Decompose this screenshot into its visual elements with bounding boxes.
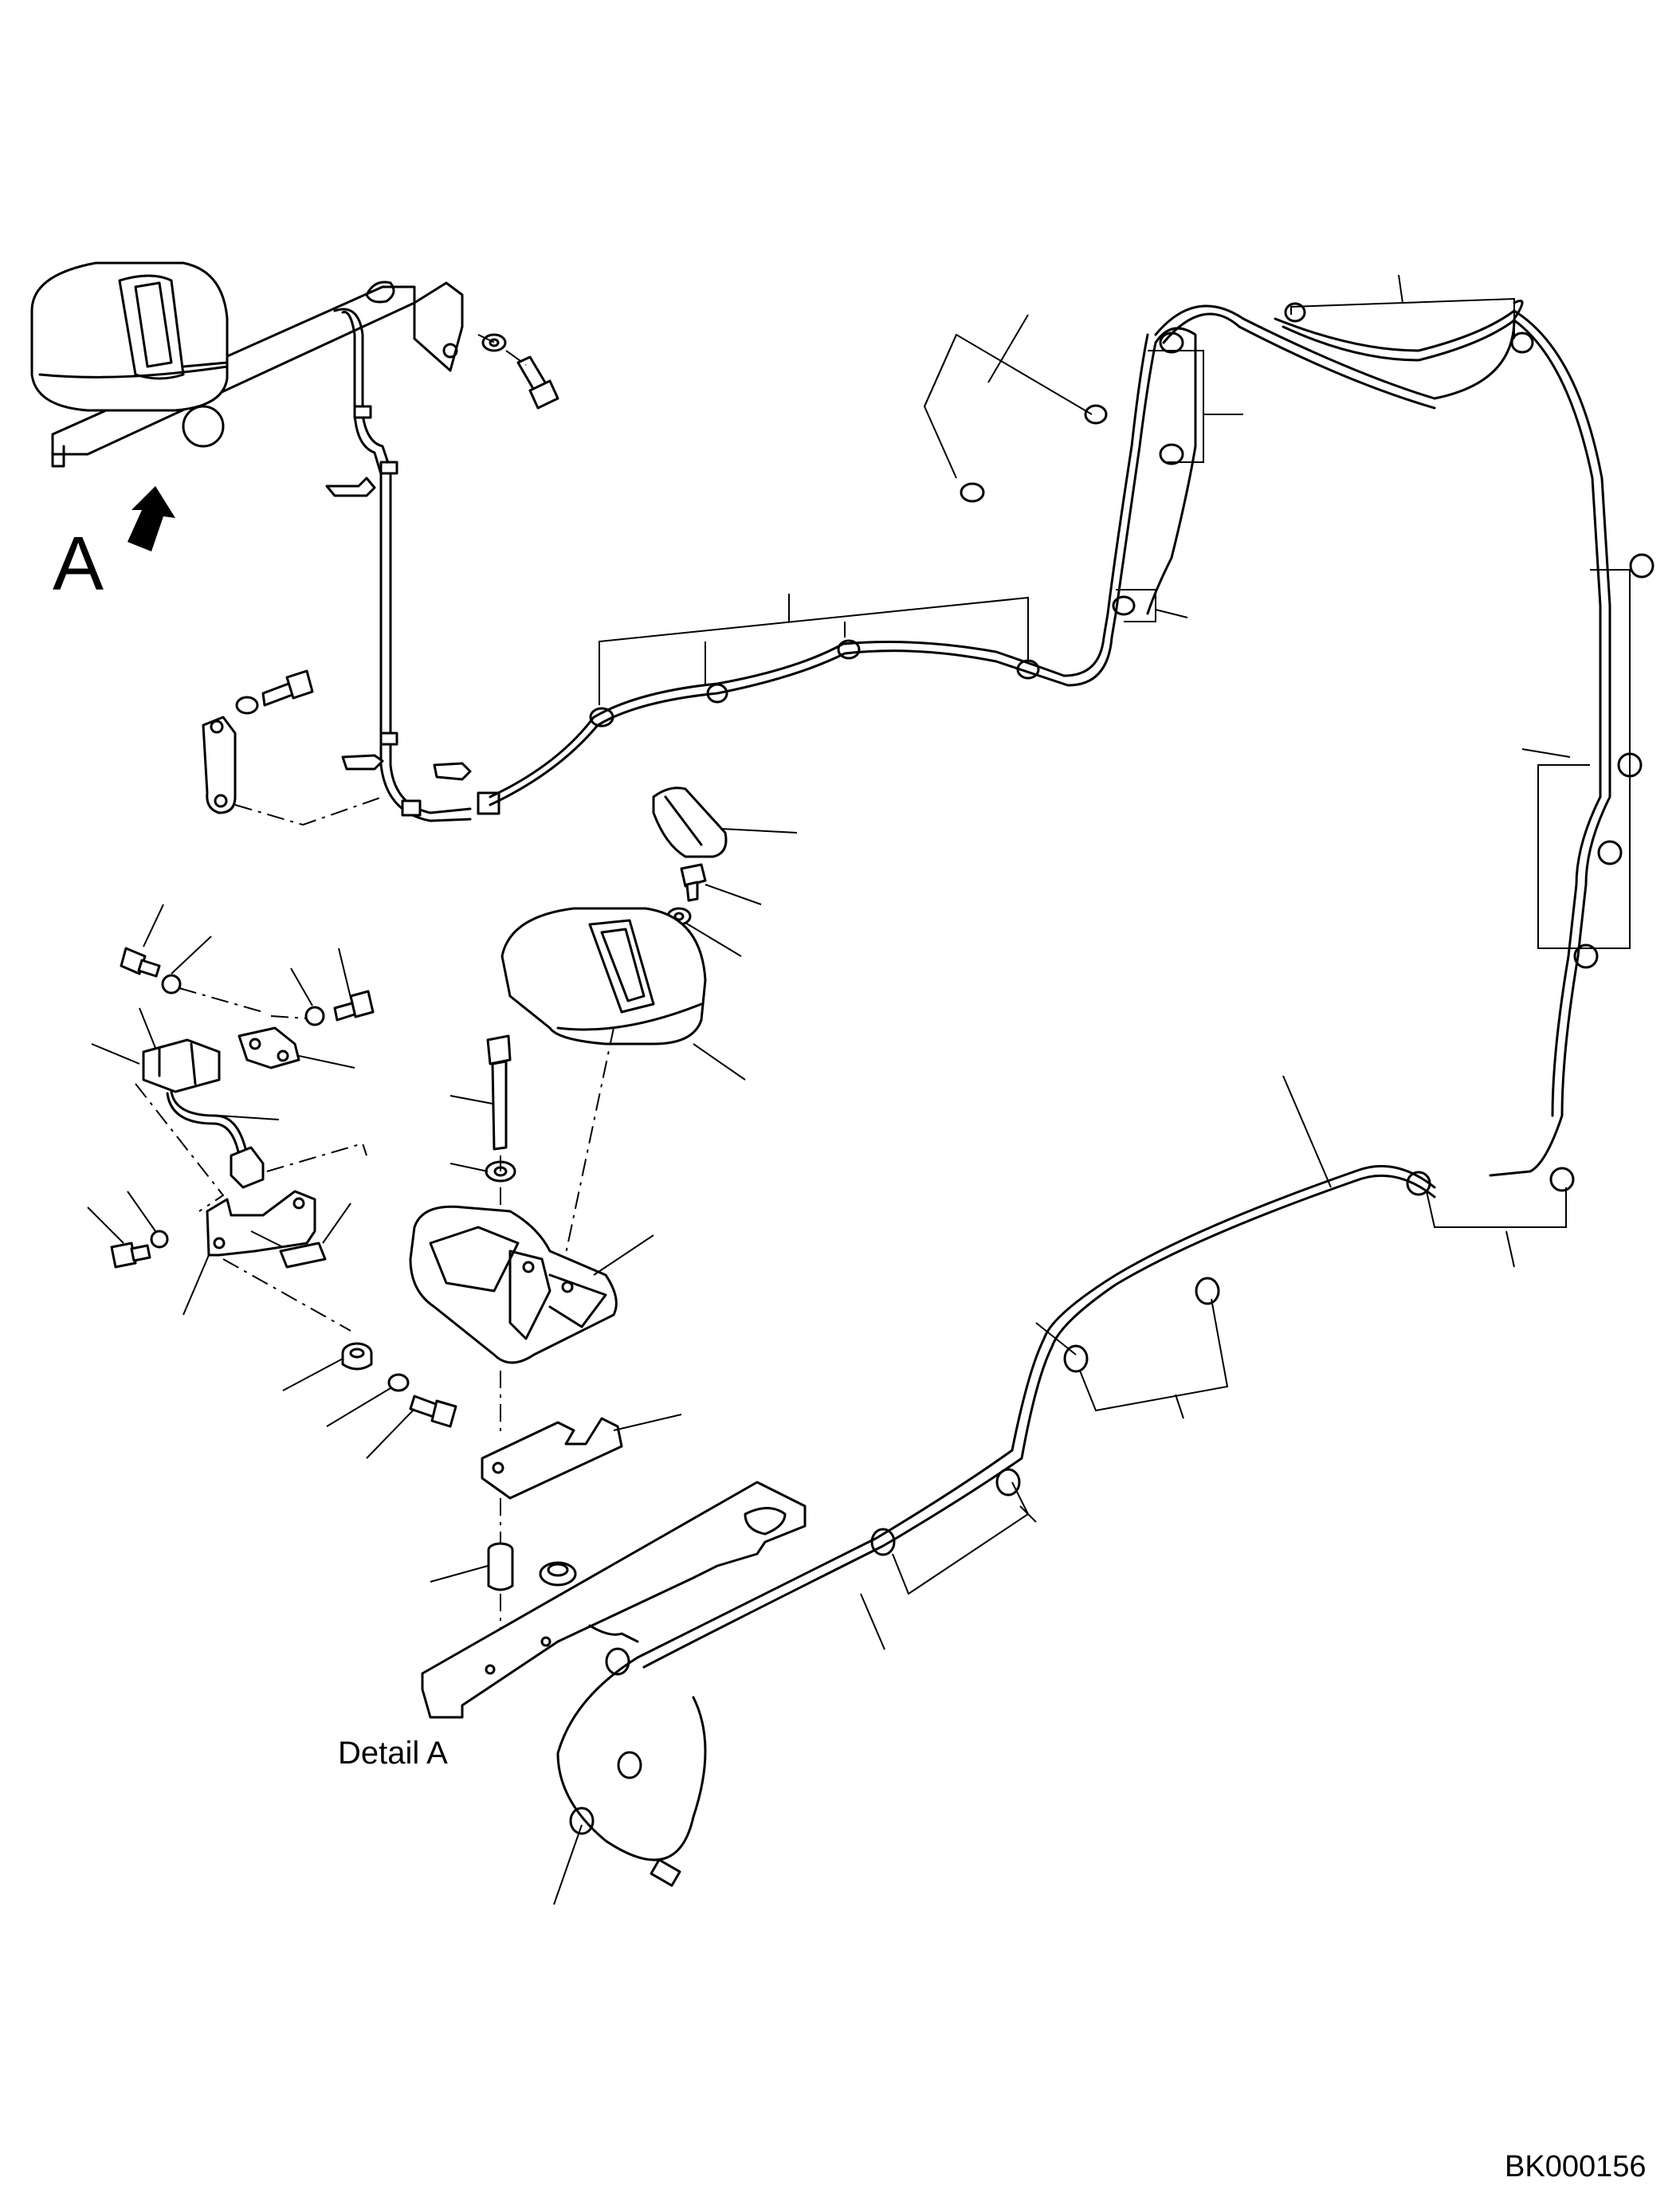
rubber-pad [279, 1242, 327, 1269]
spacer-tube [487, 1542, 514, 1591]
bolt-lower [409, 1395, 457, 1428]
lens-cover [652, 787, 728, 858]
callout-frames [553, 274, 1631, 1905]
washer-top [481, 333, 507, 352]
bracket-top [413, 281, 464, 372]
bolt-left-3 [110, 1242, 151, 1269]
detail-label: Detail A [338, 1736, 448, 1771]
view-marker-letter: A [53, 521, 104, 606]
lamp-base-bracket [409, 1205, 618, 1364]
sensor-bracket [237, 1026, 300, 1069]
drawing-id: BK000156 [1505, 2150, 1647, 2183]
bolt-mid-top [680, 863, 707, 902]
harness-left-vertical [333, 308, 500, 822]
bolt-top [516, 355, 559, 410]
washer-left-1 [161, 974, 182, 995]
washer-left-3 [150, 1230, 169, 1249]
clip-bracket-2 [341, 754, 384, 771]
harness-clamps [569, 302, 1654, 1887]
washer-left-2 [304, 1006, 325, 1026]
clip-bracket-1 [325, 477, 376, 497]
bolt-left-1 [120, 947, 161, 978]
washer-left-mid [235, 696, 259, 715]
bracket-left-mid [202, 716, 237, 814]
work-lamp-main [500, 907, 707, 1046]
clip-bracket-3 [433, 762, 472, 781]
washer-lower [387, 1373, 410, 1392]
bolt-left-2 [333, 990, 375, 1022]
spacer-lower [341, 1342, 373, 1371]
bolt-left-mid [261, 669, 314, 707]
harness-main [489, 300, 1611, 1862]
lower-bracket [481, 1417, 623, 1500]
mount-plate [206, 1190, 316, 1257]
bolt-mid-long [486, 1034, 512, 1151]
sensor-connector [230, 1146, 265, 1189]
work-lamp-top [30, 261, 229, 448]
view-arrow-a [128, 486, 175, 551]
sensor-switch [142, 1038, 249, 1157]
grommet [539, 1561, 577, 1587]
rail-bottom [421, 1481, 807, 1719]
